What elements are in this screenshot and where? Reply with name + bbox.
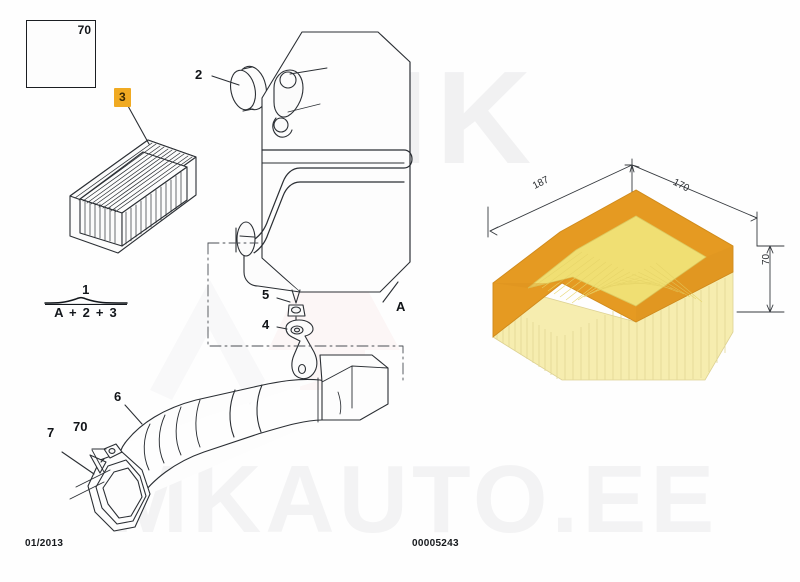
grommet-bracket-art	[285, 289, 318, 380]
seal-ring-art	[229, 65, 267, 112]
curly-brace-icon	[44, 296, 128, 305]
callout-7: 7	[47, 425, 55, 440]
assembly-formula: 1 A + 2 + 3	[44, 283, 128, 320]
callout-6: 6	[114, 389, 122, 404]
footer-date: 01/2013	[25, 538, 64, 549]
leader-7	[61, 451, 95, 475]
formula-denominator: A + 2 + 3	[54, 305, 118, 320]
callout-3-highlighted[interactable]: 3	[114, 88, 131, 107]
callout-A: A	[396, 299, 406, 314]
callout-4: 4	[262, 317, 270, 332]
intake-hose-art	[117, 354, 389, 499]
formula-numerator: 1	[82, 282, 90, 297]
airbox-housing-art	[235, 31, 413, 293]
gasket-clamp-art	[69, 443, 151, 532]
callout-5: 5	[262, 287, 270, 302]
leader-5	[276, 297, 291, 303]
leader-3	[127, 105, 150, 145]
inset-label-70: 70	[77, 23, 91, 37]
leader-6	[124, 404, 143, 425]
leader-A	[382, 281, 399, 303]
callout-2: 2	[195, 67, 203, 82]
leader-2	[211, 75, 240, 86]
assembly-boundary	[207, 242, 404, 383]
callout-70: 70	[73, 419, 88, 434]
leader-4	[276, 326, 288, 330]
filter-element-art	[69, 139, 197, 254]
dimension-label-70: 70	[761, 253, 772, 265]
air-filter-photo	[492, 189, 734, 381]
inset-frame: 70	[26, 20, 96, 88]
footer-drawing-number: 00005243	[412, 538, 459, 549]
